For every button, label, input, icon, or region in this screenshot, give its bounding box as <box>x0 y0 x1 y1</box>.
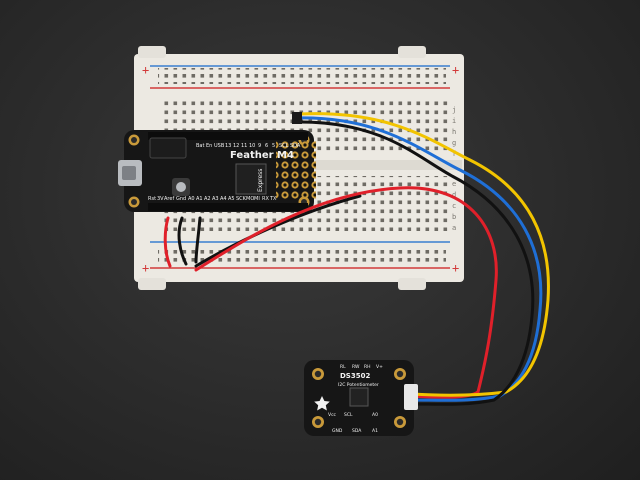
pin-label-gnd: Gnd <box>176 196 186 202</box>
breakout-pin-rh: RH <box>364 364 371 370</box>
breakout-pin-scl: SCL <box>344 412 353 418</box>
pin-label-tx: TX <box>269 196 277 202</box>
pin-label-scl: SCL <box>279 143 289 149</box>
pin-label-11: 11 <box>241 143 247 149</box>
row-letter-h: h <box>452 128 456 136</box>
feather-subtitle: Express <box>257 169 264 192</box>
pin-label-en: En <box>206 143 212 149</box>
breakout-pin-a0: A0 <box>372 412 378 418</box>
breakout-subtitle: I2C Potentiometer <box>338 382 379 388</box>
pin-label-bat: Bat <box>196 143 204 149</box>
breakout-pin-rw: RW <box>352 364 360 370</box>
mcu-chip <box>235 163 267 195</box>
ds3502-breakout: DS3502 I2C Potentiometer RL RW RH V+ Vcc… <box>304 360 418 436</box>
row-letter-b: b <box>452 213 456 221</box>
rail-plus-label-bottom: + <box>142 261 149 275</box>
pin-label-rx: RX <box>262 196 269 202</box>
row-letter-d: d <box>452 191 456 199</box>
rail-plus-label-bottom-right: + <box>452 261 459 275</box>
breakout-pin-rl: RL <box>340 364 346 370</box>
feather-title: Feather M4 <box>230 150 294 161</box>
pin-label-12: 12 <box>233 143 239 149</box>
star-logo-icon <box>314 396 330 411</box>
rail-plus-label: + <box>142 63 149 77</box>
row-letter-i: i <box>452 117 456 125</box>
pin-label-usb: USB <box>214 143 225 149</box>
ds3502-chip <box>349 387 369 407</box>
row-letter-f: f <box>452 150 456 158</box>
pin-label-a3: A3 <box>212 196 219 202</box>
stemma-connector <box>404 384 418 410</box>
row-letter-j: j <box>452 106 456 114</box>
breakout-pin-a1: A1 <box>372 428 378 434</box>
pin-label-a4: A4 <box>220 196 227 202</box>
row-letter-c: c <box>452 202 456 210</box>
pin-label-3v: 3V <box>157 196 164 202</box>
pin-label-mi: MI <box>254 196 260 202</box>
reset-button <box>176 182 186 192</box>
breakout-title: DS3502 <box>340 372 370 380</box>
pin-label-aref: Aref <box>164 196 174 202</box>
pin-label-10: 10 <box>249 143 255 149</box>
row-letter-a: a <box>452 224 456 232</box>
rail-plus-label-right: + <box>452 63 459 77</box>
breakout-pin-vcc: Vcc <box>328 412 337 418</box>
pin-label-5: 5 <box>272 143 275 149</box>
jumper-wires <box>163 186 498 399</box>
pin-label-9: 9 <box>258 143 261 149</box>
pin-label-sda: SDA <box>290 143 301 149</box>
breakout-pin-vplus: V+ <box>376 364 383 370</box>
breakout-pin-sda: SDA <box>352 428 362 434</box>
pin-label-a1: A1 <box>196 196 203 202</box>
pin-label-sck: SCK <box>236 196 247 202</box>
stemma-cable <box>292 112 550 406</box>
pin-label-a2: A2 <box>204 196 211 202</box>
row-letter-e: e <box>452 180 456 188</box>
pin-label-a0: A0 <box>188 196 195 202</box>
pin-label-13: 13 <box>225 143 231 149</box>
feather-m4-board: Feather M4 Express Bat En USB 13 12 11 1… <box>118 130 316 212</box>
pin-label-rst: Rst <box>148 196 156 202</box>
row-letter-g: g <box>452 139 456 147</box>
pin-label-6: 6 <box>265 143 268 149</box>
pin-label-mo: MO <box>246 196 254 202</box>
pin-label-a5: A5 <box>228 196 235 202</box>
breakout-pin-gnd: GND <box>332 428 343 434</box>
